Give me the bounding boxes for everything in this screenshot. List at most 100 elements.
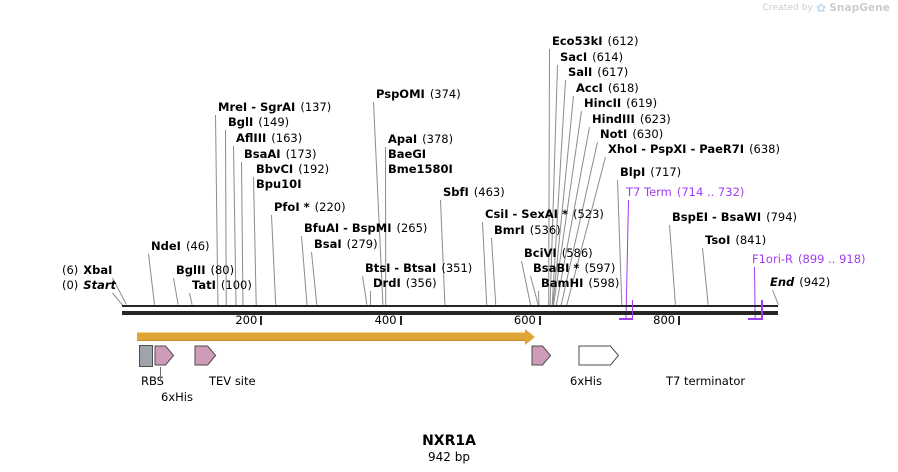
enzyme-label[interactable]: BbvCI(192)	[256, 163, 329, 176]
enzyme-position: (617)	[597, 65, 629, 79]
enzyme-position: (623)	[639, 112, 671, 126]
enzyme-name: BsaAI	[244, 147, 281, 161]
orf-arrow-head[interactable]	[525, 329, 536, 345]
enzyme-label[interactable]: Eco53kI(612)	[552, 35, 638, 48]
ruler-tick-label: 400	[374, 313, 397, 327]
enzyme-label[interactable]: NotI (630)	[600, 128, 663, 141]
enzyme-leader-line	[440, 199, 446, 306]
enzyme-name: NotI	[600, 127, 628, 141]
enzyme-label[interactable]: TatI(100)	[192, 279, 252, 292]
enzyme-label[interactable]: SbfI(463)	[443, 186, 505, 199]
enzyme-name: BglII	[176, 263, 206, 277]
enzyme-label[interactable]: (6)XbaI	[62, 264, 112, 277]
enzyme-label[interactable]: SacI(614)	[560, 51, 623, 64]
enzyme-label[interactable]: SalI(617)	[568, 66, 628, 79]
feature-label-position: (714 .. 732)	[676, 185, 745, 199]
enzyme-position: (137)	[300, 100, 332, 114]
enzyme-label[interactable]: TsoI(841)	[705, 234, 766, 247]
enzyme-name: BsaBI *	[533, 261, 580, 275]
enzyme-label[interactable]: BspEI - BsaWI (794)	[672, 211, 797, 224]
enzyme-label[interactable]: Bme1580I	[388, 163, 453, 176]
enzyme-label[interactable]: MreI - SgrAI(137)	[218, 101, 331, 114]
enzyme-label[interactable]: BtsI - BtsaI(351)	[365, 262, 472, 275]
enzyme-position: (351)	[441, 261, 473, 275]
enzyme-position: (794)	[766, 210, 798, 224]
enzyme-position: (0)	[62, 278, 79, 292]
enzyme-label[interactable]: DrdI(356)	[373, 277, 437, 290]
ruler-tick	[538, 316, 542, 325]
enzyme-label[interactable]: BlpI(717)	[620, 166, 681, 179]
enzyme-label[interactable]: BglI(149)	[228, 116, 289, 129]
enzyme-label[interactable]: AccI(618)	[576, 82, 639, 95]
enzyme-name: BfuAI - BspMI	[304, 221, 392, 235]
enzyme-name: DrdI	[373, 276, 401, 290]
enzyme-name: NdeI	[151, 239, 181, 253]
snapgene-leaf-icon: ✿	[816, 1, 827, 15]
enzyme-leader-line	[482, 221, 488, 306]
feature-label[interactable]: End(942)	[770, 276, 830, 289]
enzyme-label[interactable]: BglII(80)	[176, 264, 234, 277]
feature-label[interactable]: T7 Term (714 .. 732)	[626, 186, 744, 199]
enzyme-position: (173)	[285, 147, 317, 161]
enzyme-name: Eco53kI	[552, 34, 603, 48]
enzyme-label[interactable]: BsaBI *(597)	[533, 262, 615, 275]
enzyme-position: (279)	[346, 237, 378, 251]
feature-arrow[interactable]	[578, 345, 621, 367]
enzyme-label[interactable]: HindIII(623)	[592, 113, 671, 126]
enzyme-leader-line	[148, 253, 156, 306]
enzyme-name: XhoI - PspXI - PaeR7I	[608, 142, 745, 156]
enzyme-leader-line	[271, 214, 277, 306]
enzyme-label[interactable]: ApaI(378)	[388, 133, 453, 146]
enzyme-label[interactable]: BsaI(279)	[314, 238, 378, 251]
feature-label-position: (899 .. 918)	[798, 252, 866, 266]
enzyme-label[interactable]: XhoI - PspXI - PaeR7I(638)	[608, 143, 780, 156]
enzyme-position: (630)	[632, 127, 664, 141]
enzyme-label[interactable]: BfuAI - BspMI (265)	[304, 222, 427, 235]
enzyme-name: XbaI	[83, 263, 113, 277]
enzyme-position: (841)	[735, 233, 767, 247]
feature-box[interactable]	[139, 345, 154, 367]
feature-label-name: F1ori-R	[752, 252, 794, 266]
enzyme-leader-line	[369, 290, 371, 306]
enzyme-name: BspEI - BsaWI	[672, 210, 762, 224]
enzyme-label[interactable]: PspOMI(374)	[376, 88, 461, 101]
enzyme-name: BaeGI	[388, 147, 427, 161]
orf-arrow-body[interactable]	[137, 332, 526, 341]
feature-name: T7 terminator	[666, 374, 746, 388]
enzyme-label[interactable]: BciVI(586)	[524, 247, 593, 260]
enzyme-label[interactable]: BamHI(598)	[541, 277, 619, 290]
enzyme-label[interactable]: NdeI (46)	[151, 240, 210, 253]
feature-label-name: T7 Term	[626, 185, 672, 199]
enzyme-leader-line	[491, 237, 497, 306]
enzyme-position: (378)	[422, 132, 454, 146]
page-subtitle: 942 bp	[428, 450, 470, 464]
enzyme-label[interactable]: (0)Start	[62, 279, 116, 292]
ruler-tick	[260, 316, 263, 325]
feature-arrow[interactable]	[531, 345, 554, 367]
enzyme-label[interactable]: BmrI(536)	[494, 224, 561, 237]
enzyme-label[interactable]: HincII(619)	[584, 97, 657, 110]
backbone-thick-line	[122, 311, 778, 315]
enzyme-label[interactable]: BaeGI	[388, 148, 426, 161]
enzyme-label[interactable]: AflIII(163)	[236, 132, 302, 145]
enzyme-leader-line	[538, 290, 540, 306]
enzyme-position: (163)	[271, 131, 303, 145]
feature-name: 6xHis	[161, 390, 193, 404]
enzyme-name: Bpu10I	[256, 177, 302, 191]
enzyme-leader-line	[301, 235, 308, 306]
enzyme-label[interactable]: BsaAI (173)	[244, 148, 317, 161]
feature-leader-line	[772, 289, 779, 306]
enzyme-position: (265)	[396, 221, 428, 235]
backbone-thin-line	[122, 305, 778, 307]
feature-range-stem	[631, 300, 634, 320]
enzyme-position: (46)	[185, 239, 210, 253]
ruler-tick-label: 800	[653, 313, 676, 327]
feature-label[interactable]: F1ori-R (899 .. 918)	[752, 253, 866, 266]
feature-arrow[interactable]	[194, 345, 219, 367]
enzyme-label[interactable]: CsiI - SexAI *(523)	[485, 208, 604, 221]
enzyme-label[interactable]: Bpu10I	[256, 178, 301, 191]
enzyme-label[interactable]: PfoI *(220)	[274, 201, 346, 214]
feature-name: RBS	[141, 374, 164, 388]
enzyme-name: SbfI	[443, 185, 469, 199]
feature-arrow[interactable]	[154, 345, 177, 367]
